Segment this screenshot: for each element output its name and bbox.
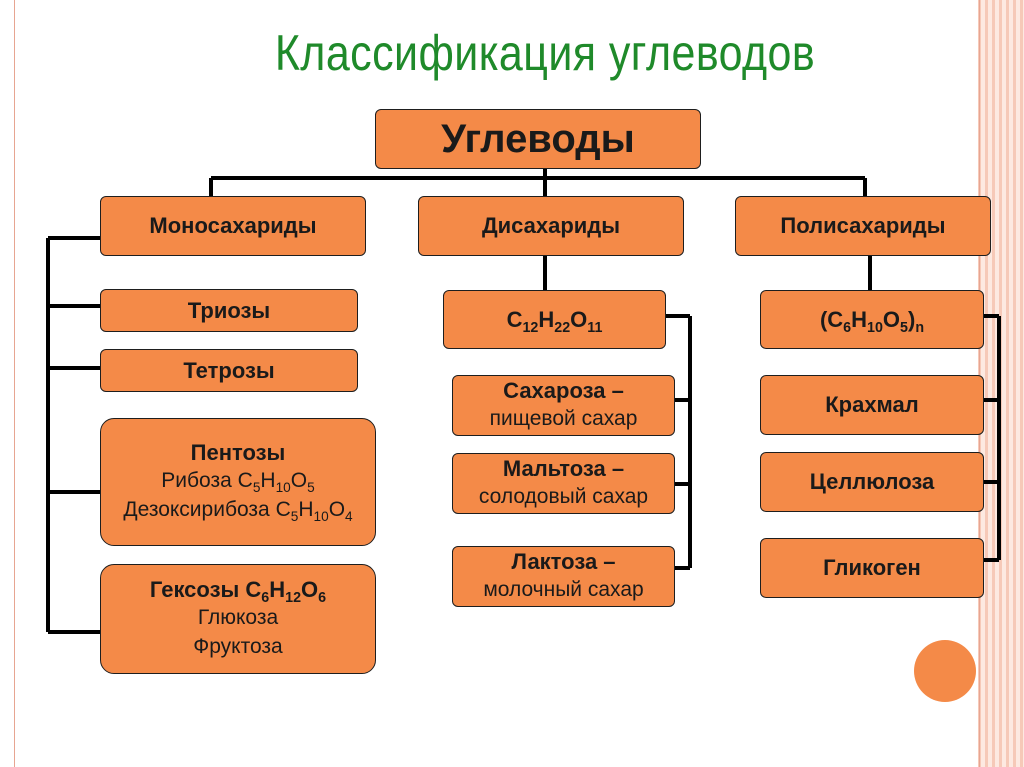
poly-label: Полисахариды: [780, 213, 946, 238]
laktoza-name: Лактоза –: [511, 549, 616, 574]
riboza-line: Рибоза C5H10O5: [161, 469, 315, 495]
poly-formula-box: (C6H10O5)n: [760, 290, 984, 349]
cellyuloza-label: Целлюлоза: [809, 469, 935, 494]
glikogen-label: Гликоген: [823, 555, 921, 580]
maltoza-box: Мальтоза – солодовый сахар: [452, 453, 675, 514]
maltoza-desc: солодовый сахар: [478, 485, 649, 508]
triozy-label: Триозы: [187, 297, 271, 323]
root-label: Углеводы: [441, 116, 635, 161]
tetrozy-label: Тетрозы: [183, 357, 275, 383]
di-formula-box: C12H22O11: [443, 290, 666, 349]
mono-box: Моносахариды: [100, 196, 366, 256]
di-formula: C12H22O11: [506, 306, 603, 336]
saharoza-box: Сахароза – пищевой сахар: [452, 375, 675, 436]
saharoza-desc: пищевой сахар: [489, 407, 638, 430]
pentozy-box: Пентозы Рибоза C5H10O5 Дезоксирибоза C5H…: [100, 418, 376, 546]
laktoza-box: Лактоза – молочный сахар: [452, 546, 675, 607]
tetrozy-box: Тетрозы: [100, 349, 358, 392]
laktoza-desc: молочный сахар: [483, 578, 644, 601]
page-title: Классификация углеводов: [274, 25, 816, 81]
poly-formula: (C6H10O5)n: [819, 306, 925, 336]
geksozy-label: Гексозы C6H12O6: [149, 577, 327, 606]
di-label: Дисахариды: [481, 213, 621, 238]
triozy-box: Триозы: [100, 289, 358, 332]
saharoza-name: Сахароза –: [503, 378, 624, 403]
mono-label: Моносахариды: [149, 213, 317, 238]
decorative-circle: [914, 640, 976, 702]
krahmal-label: Крахмал: [825, 392, 919, 417]
pentozy-label: Пентозы: [190, 440, 286, 465]
geksozy-box: Гексозы C6H12O6 Глюкоза Фруктоза: [100, 564, 376, 674]
poly-box: Полисахариды: [735, 196, 991, 256]
fruktoza-line: Фруктоза: [193, 635, 283, 658]
cellyuloza-box: Целлюлоза: [760, 452, 984, 512]
glukoza-line: Глюкоза: [197, 606, 279, 629]
maltoza-name: Мальтоза –: [502, 456, 625, 481]
krahmal-box: Крахмал: [760, 375, 984, 435]
root-box: Углеводы: [375, 109, 701, 169]
glikogen-box: Гликоген: [760, 538, 984, 598]
dezoksiriboza-line: Дезоксирибоза C5H10O4: [123, 498, 353, 524]
di-box: Дисахариды: [418, 196, 684, 256]
